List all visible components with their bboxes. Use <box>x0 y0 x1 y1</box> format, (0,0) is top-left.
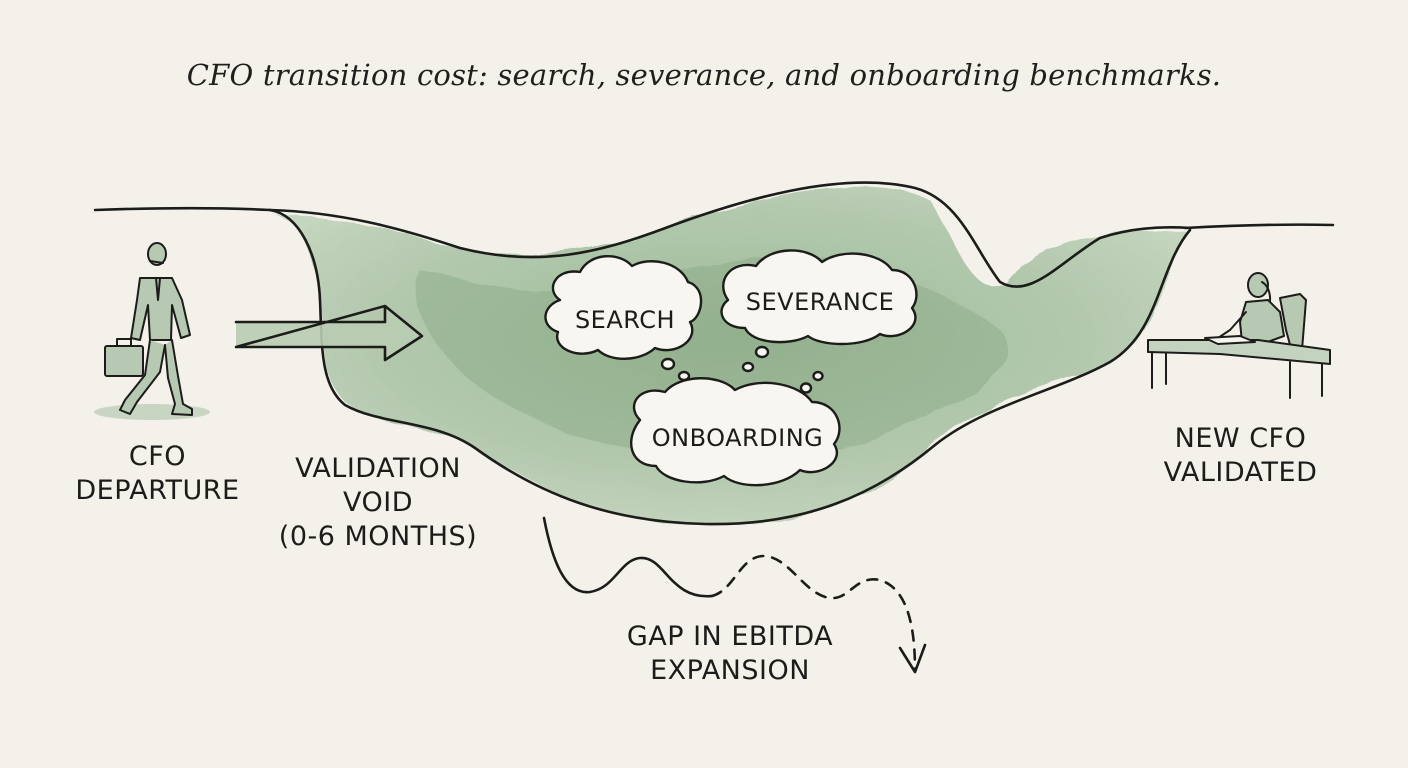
ebitda-gap-line <box>542 516 714 598</box>
seated-woman-at-desk-icon <box>1147 272 1331 399</box>
cloud-label-severance: SEVERANCE <box>745 288 895 316</box>
label-cfo-departure: CFO DEPARTURE <box>70 440 245 508</box>
void-outline-inner <box>268 208 1192 526</box>
label-validation-void: VALIDATION VOID (0-6 MONTHS) <box>268 452 488 554</box>
label-line: VOID <box>342 487 413 518</box>
label-line: (0-6 MONTHS) <box>278 521 478 552</box>
cloud-label-search: SEARCH <box>574 306 676 334</box>
label-line: VALIDATED <box>1163 457 1318 488</box>
label-ebitda-gap: GAP IN EBITDA EXPANSION <box>600 620 860 688</box>
label-line: VALIDATION <box>295 453 461 484</box>
label-line: GAP IN EBITDA <box>626 621 834 652</box>
arrow-right-icon <box>234 304 424 362</box>
label-new-cfo-validated: NEW CFO VALIDATED <box>1148 422 1333 490</box>
ground-line-left <box>93 206 272 212</box>
label-line: CFO <box>128 441 187 472</box>
cloud-onboarding-shape <box>630 377 841 487</box>
walking-businessman-icon <box>94 242 210 420</box>
briefcase-icon <box>104 338 144 377</box>
label-line: NEW CFO <box>1174 423 1307 454</box>
void-outline-upper <box>268 181 1192 288</box>
cloud-label-onboarding: ONBOARDING <box>651 424 824 452</box>
ground-line-right <box>1183 223 1335 230</box>
label-line: EXPANSION <box>650 655 810 686</box>
page-title: CFO transition cost: search, severance, … <box>186 58 1222 92</box>
cloud-severance-shape <box>720 249 918 394</box>
dashed-arrow-head <box>898 643 927 674</box>
dashed-down-arrow-icon <box>710 554 917 672</box>
label-line: DEPARTURE <box>75 475 240 506</box>
